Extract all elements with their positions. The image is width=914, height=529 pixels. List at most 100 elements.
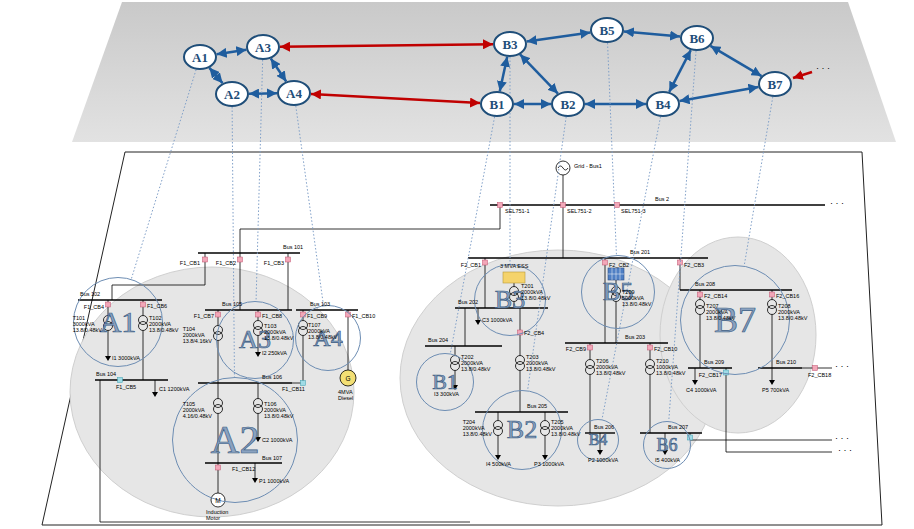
circuit-breaker	[518, 330, 523, 335]
link-arrow	[209, 68, 222, 83]
component-label: T208 2000kVA 13.8/0.48kV	[778, 303, 807, 321]
circuit-breaker	[603, 260, 608, 265]
bus-bar	[78, 205, 825, 463]
bus-bar	[78, 299, 162, 300]
transformer-symbol	[541, 421, 550, 436]
mapping-line	[256, 60, 263, 301]
link-arrow	[527, 32, 591, 41]
link-arrow	[514, 103, 551, 106]
external-link-arrow	[793, 72, 812, 78]
component-label: I3 300kVA	[434, 391, 459, 397]
component-label: I2 250kVA	[262, 350, 287, 356]
component-label: T204 2000kVA 13.8/0.48kV	[463, 419, 492, 437]
diesel-generator	[340, 370, 356, 386]
circuit-breaker	[615, 203, 620, 208]
circuit-breaker	[498, 203, 503, 208]
feeder-wire	[690, 433, 832, 440]
feeder-wire	[700, 290, 701, 368]
graph-node: B6	[680, 25, 714, 51]
component-label: C1 1200kVA	[159, 386, 189, 392]
induction-motor	[211, 493, 225, 507]
region-ellipse	[660, 237, 816, 433]
node-label: B6	[656, 436, 677, 454]
circuit-breaker	[118, 378, 123, 383]
transformer-symbol	[104, 287, 777, 436]
node-label: B2	[560, 98, 575, 111]
component-label: F2_CB3	[684, 262, 704, 268]
circuit-breaker	[301, 312, 306, 317]
component-label: Bus 209	[704, 359, 724, 365]
component-label: F1_CB2	[216, 260, 236, 266]
feeder-wire	[155, 380, 156, 392]
feeder-wire	[112, 253, 205, 300]
graph-node: A2	[215, 81, 249, 107]
transformer-symbol	[214, 399, 223, 414]
component-label: G	[345, 375, 350, 382]
feeder-wire	[100, 175, 832, 522]
bus-bar	[95, 379, 168, 380]
graph-node: B5	[590, 17, 624, 43]
transformer-symbol	[494, 421, 503, 436]
feeder-wire	[218, 310, 219, 383]
component-label: Bus 210	[776, 359, 796, 365]
transformer-symbol	[768, 300, 777, 315]
bus-bar	[758, 367, 802, 368]
induction-motor	[211, 493, 225, 507]
mapping-line	[131, 70, 196, 279]
component-label: C3 1000kVA	[482, 317, 512, 323]
component-label: 3 MVA ESS	[500, 263, 528, 269]
load-arrow	[252, 478, 258, 483]
circuit-breaker	[770, 292, 775, 297]
component-label: F2_CB2	[609, 262, 629, 268]
circuit-breaker	[106, 203, 818, 471]
node-label: B1	[489, 98, 504, 111]
node-label: B3	[495, 287, 525, 313]
node-label: A1	[192, 51, 208, 64]
link-arrow	[271, 59, 286, 82]
graph-node: B2	[551, 91, 585, 117]
transformer-symbol	[586, 360, 595, 375]
component-label: F2_CB16	[776, 293, 799, 299]
circuit-breaker	[688, 435, 693, 440]
link-arrow	[311, 94, 480, 103]
component-label: F2_CB4	[524, 330, 544, 336]
component-label: Bus 201	[630, 249, 650, 255]
graph-node: B3	[493, 31, 527, 57]
node-label: A2	[211, 420, 260, 460]
zone-circle: B2	[482, 390, 562, 470]
graph-node: A1	[183, 44, 217, 70]
component-label: T102 2000kVA 13.8/0.48kV	[149, 315, 178, 333]
component-label: F1_CB3	[264, 260, 284, 266]
link-arrow	[500, 57, 507, 91]
component-label: I5 400kVA	[655, 457, 680, 463]
node-label: A2	[224, 88, 240, 101]
component-label: Bus 103	[310, 301, 330, 307]
mapping-line	[744, 97, 773, 266]
component-label: SEL751-1	[505, 208, 529, 214]
component-label: T206 2000kVA 13.8/0.48kV	[596, 358, 625, 376]
component-label: Bus 101	[283, 244, 303, 250]
upper-plane	[72, 2, 896, 142]
bus-bar	[468, 257, 708, 258]
node-label: B4	[655, 98, 670, 111]
component-label: F1_CB11	[282, 386, 305, 392]
bus-bar	[475, 411, 568, 412]
feeder-wire	[695, 368, 696, 380]
continuation-dots: · · ·	[835, 434, 849, 444]
feeder-wire	[563, 175, 564, 205]
feeder-wire	[650, 343, 651, 433]
region-ellipse	[70, 237, 816, 517]
component-label: F1_CB10	[352, 313, 375, 319]
transformer-symbol	[139, 316, 148, 331]
component-label: Induction Motor	[206, 509, 228, 521]
circuit-breaker	[256, 312, 261, 317]
feeder-wire	[485, 258, 486, 308]
mapping-line	[528, 117, 567, 390]
circuit-breaker	[648, 345, 653, 350]
continuation-dots: · · ·	[835, 362, 849, 372]
component-label: Bus 207	[668, 424, 688, 430]
component-label: F1_CB7	[194, 313, 214, 319]
feeder-wire	[772, 290, 773, 380]
component-label: Bus 203	[625, 334, 645, 340]
